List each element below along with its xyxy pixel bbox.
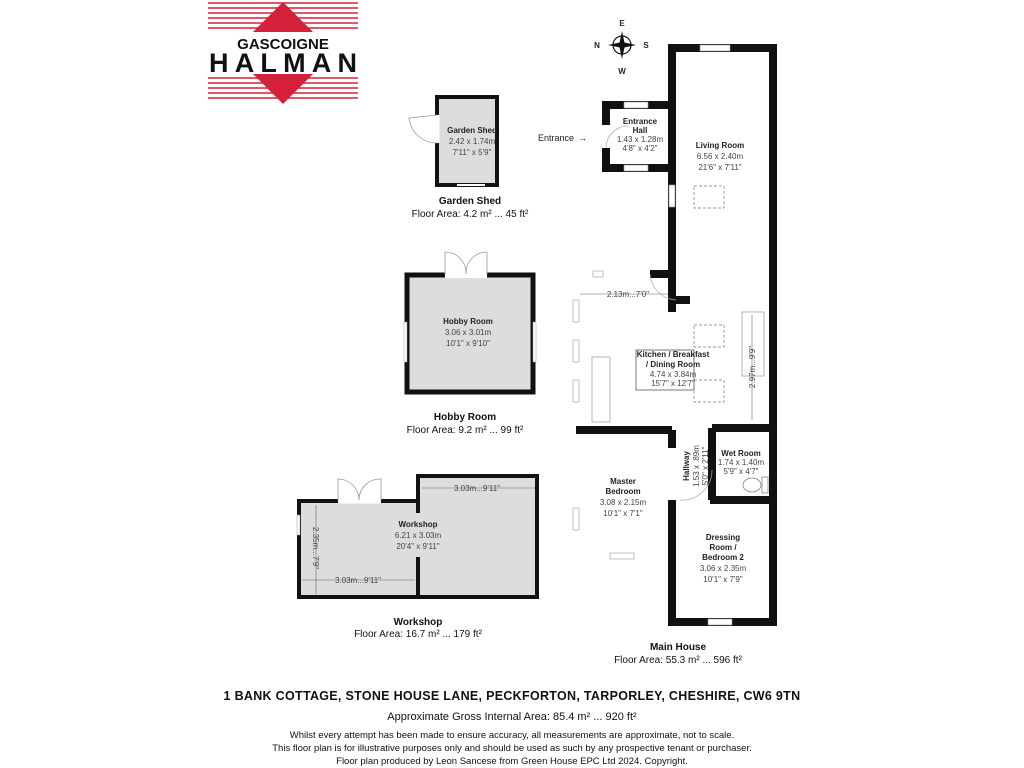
svg-text:1.53 x .89m: 1.53 x .89m [692,445,701,487]
svg-text:5'9" x 4'7": 5'9" x 4'7" [724,467,759,476]
svg-text:Room /: Room / [709,543,737,552]
svg-text:1.74 x 1.40m: 1.74 x 1.40m [718,458,765,467]
svg-text:2.97m...9'9": 2.97m...9'9" [748,346,757,388]
svg-text:Hobby Room: Hobby Room [434,412,496,423]
svg-text:Floor Area: 55.3 m² ... 596 ft: Floor Area: 55.3 m² ... 596 ft² [614,655,743,666]
svg-text:Garden Shed: Garden Shed [439,196,501,207]
disclaimer-line-3: Floor plan produced by Leon Sancese from… [336,756,688,767]
main-house-plan: 2.13m...7'0" 2.97m...9'9" Entrance → Ent… [538,44,777,666]
workshop-plan: 3.03m...9'11" 3.03m...9'11" 2.35m...7'9"… [296,474,539,640]
disclaimer-line-2: This floor plan is for illustrative purp… [272,743,752,754]
svg-text:Hall: Hall [633,126,648,135]
svg-text:10'1" x 7'1": 10'1" x 7'1" [603,509,643,518]
svg-text:Entrance: Entrance [623,117,658,126]
svg-text:15'7" x 12'7": 15'7" x 12'7" [651,379,695,388]
svg-text:3.06 x 3.01m: 3.06 x 3.01m [445,328,492,337]
svg-text:Master: Master [610,477,636,486]
arrow-right-icon: → [578,133,587,143]
svg-text:6.21 x 3.03m: 6.21 x 3.03m [395,531,442,540]
svg-text:2.42 x 1.74m: 2.42 x 1.74m [449,137,496,146]
svg-text:7'11" x 5'9": 7'11" x 5'9" [453,148,492,157]
svg-text:10'1" x 7'9": 10'1" x 7'9" [703,575,743,584]
disclaimer-line-1: Whilst every attempt has been made to en… [289,730,735,741]
compass-icon: E N S W [594,19,649,76]
svg-text:1.43 x 1.28m: 1.43 x 1.28m [617,135,664,144]
svg-text:Living Room: Living Room [696,141,744,150]
garden-shed-plan: Garden Shed 2.42 x 1.74m 7'11" x 5'9" Ga… [408,95,529,220]
svg-text:GASCOIGNE: GASCOIGNE [237,36,329,53]
company-logo: GASCOIGNE HALMAN [208,2,358,104]
svg-text:2.13m...7'0": 2.13m...7'0" [607,290,649,299]
svg-text:Kitchen / Breakfast: Kitchen / Breakfast [637,350,710,359]
svg-text:Floor Area: 9.2 m² ... 99 ft²: Floor Area: 9.2 m² ... 99 ft² [407,425,524,436]
svg-text:20'4" x 9'11": 20'4" x 9'11" [396,542,439,551]
svg-text:W: W [618,67,626,76]
svg-text:S: S [643,41,649,50]
svg-text:Entrance: Entrance [538,133,574,143]
svg-text:4.74 x 3.84m: 4.74 x 3.84m [650,370,697,379]
svg-text:Dressing: Dressing [706,533,740,542]
svg-text:Hallway: Hallway [682,451,691,481]
svg-text:6.56 x 2.40m: 6.56 x 2.40m [697,152,744,161]
svg-text:Floor Area: 4.2 m² ... 45 ft²: Floor Area: 4.2 m² ... 45 ft² [412,209,529,220]
svg-text:Floor Area: 16.7 m² ... 179 ft: Floor Area: 16.7 m² ... 179 ft² [354,629,483,640]
svg-text:3.06 x 2.35m: 3.06 x 2.35m [700,564,747,573]
svg-text:3.08 x 2.15m: 3.08 x 2.15m [600,498,647,507]
svg-text:2.35m...7'9": 2.35m...7'9" [311,527,320,569]
svg-text:Hobby Room: Hobby Room [443,317,493,326]
svg-text:Wet Room: Wet Room [721,449,760,458]
svg-text:3.03m...9'11": 3.03m...9'11" [454,484,500,493]
svg-text:10'1" x 9'10": 10'1" x 9'10" [446,339,490,348]
svg-text:5'0" x 2'11": 5'0" x 2'11" [701,446,710,485]
svg-text:21'6" x 7'11": 21'6" x 7'11" [698,163,741,172]
svg-text:E: E [619,19,625,28]
svg-text:/ Dining Room: / Dining Room [646,360,700,369]
svg-text:Bedroom 2: Bedroom 2 [702,553,744,562]
svg-text:N: N [594,41,600,50]
svg-text:Main House: Main House [650,642,707,653]
property-address: 1 BANK COTTAGE, STONE HOUSE LANE, PECKFO… [223,689,801,703]
hobby-room-plan: Hobby Room 3.06 x 3.01m 10'1" x 9'10" Ho… [403,251,537,436]
gross-internal-area: Approximate Gross Internal Area: 85.4 m²… [387,711,637,723]
svg-text:4'8" x 4'2": 4'8" x 4'2" [623,144,658,153]
svg-text:Garden Shed: Garden Shed [447,126,497,135]
svg-text:3.03m...9'11": 3.03m...9'11" [335,576,381,585]
svg-text:Workshop: Workshop [399,520,438,529]
svg-text:Workshop: Workshop [394,617,443,628]
svg-text:Bedroom: Bedroom [605,487,640,496]
